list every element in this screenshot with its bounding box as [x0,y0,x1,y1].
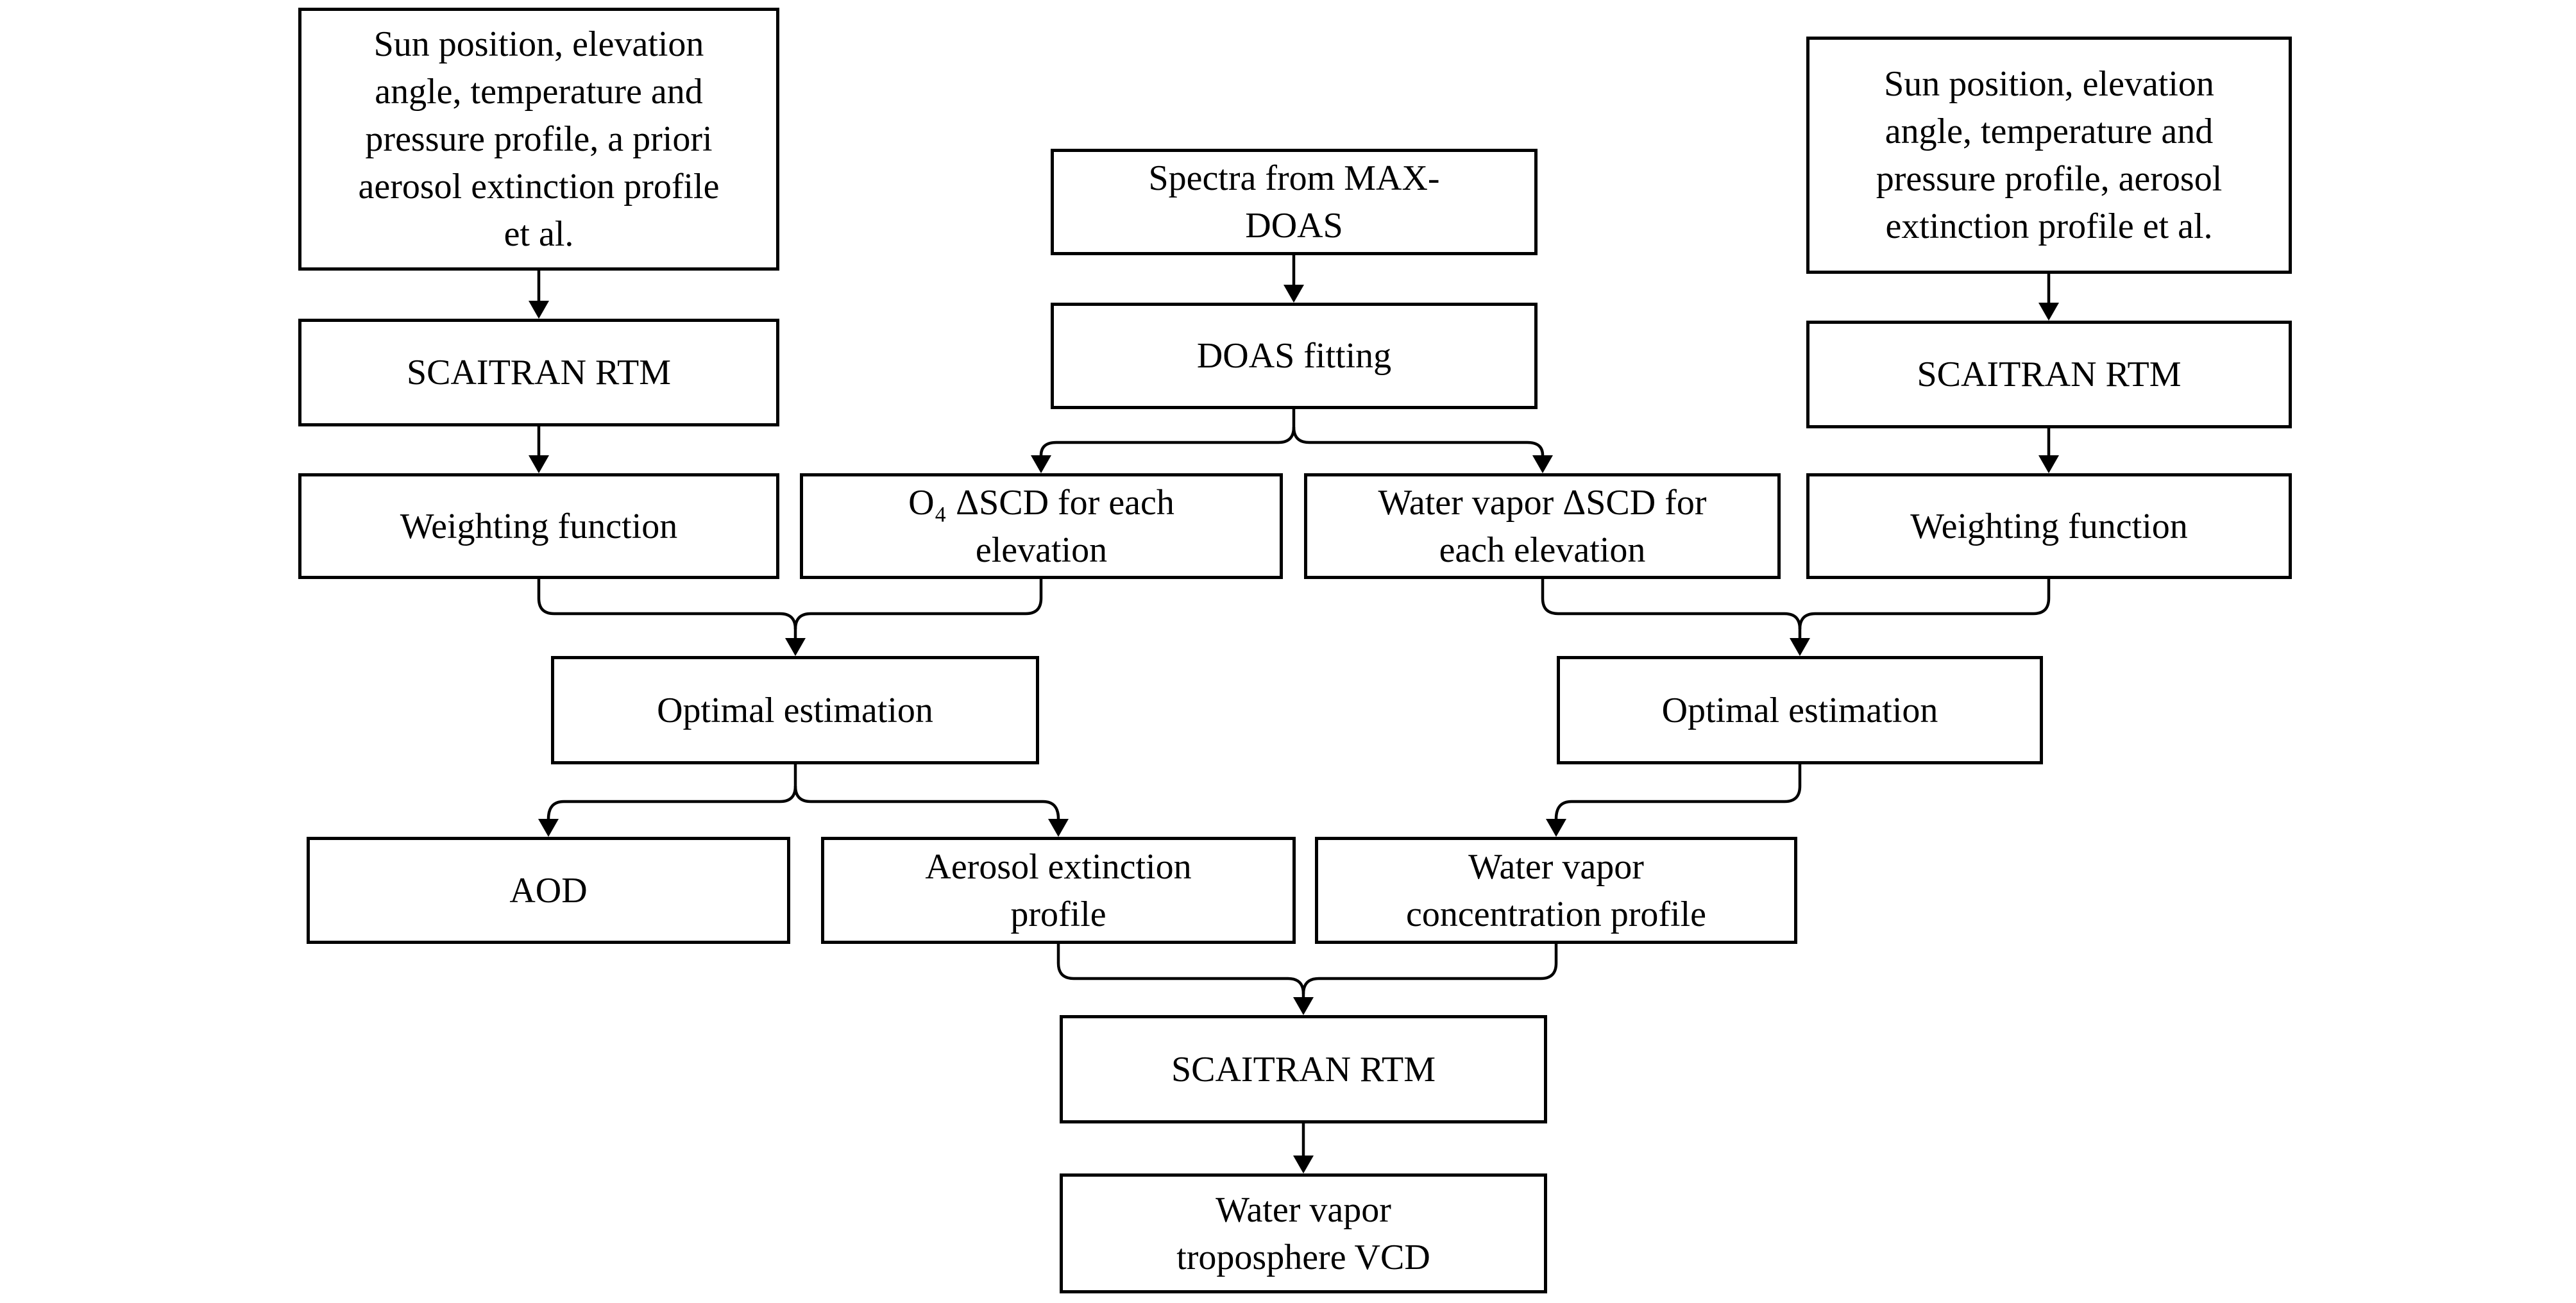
box-input-right: Sun position, elevation angle, temperatu… [1806,37,2292,274]
box-aod: AOD [307,837,790,944]
connector-line [1301,944,1558,995]
box-optimal-estimation-left: Optimal estimation [551,656,1039,764]
connector-optimal-right-to-wv-conc [1546,764,1802,837]
box-weighting-function-left: Weighting function [298,473,779,579]
box-optimal-right-label: Optimal estimation [1661,690,1938,730]
arrowhead [1546,819,1566,837]
connector-line [537,579,797,630]
box-spectra-label: Spectra from MAX- DOAS [1148,158,1440,246]
arrowhead [1293,1156,1314,1173]
box-water-vapor-conc-label: Water vapor concentration profile [1405,846,1706,934]
box-scaitran-right-label: SCAITRAN RTM [1917,355,2182,394]
arrowhead [1532,455,1553,473]
connector-scaitran-bottom-to-vcd [1293,1123,1314,1173]
box-input-left: Sun position, elevation angle, temperatu… [298,8,779,271]
arrowhead [1293,997,1314,1015]
box-water-vapor-troposphere-vcd: Water vapor troposphere VCD [1060,1173,1547,1293]
box-input-left-label: Sun position, elevation angle, temperatu… [358,24,720,254]
connector-line [1039,409,1296,456]
box-doas-fitting-label: DOAS fitting [1196,336,1392,376]
box-weighting-function-right: Weighting function [1806,473,2292,579]
connector-line [1292,426,1545,456]
connector-scaitran-left-to-weighting-left [529,426,549,473]
box-scaitran-rtm-right: SCAITRAN RTM [1806,321,2292,428]
box-water-vapor-vcd-label: Water vapor troposphere VCD [1176,1190,1430,1277]
connector-line [1541,579,1802,630]
box-doas-fitting: DOAS fitting [1051,303,1538,409]
box-input-right-label: Sun position, elevation angle, temperatu… [1876,64,2223,246]
box-aod-label: AOD [509,870,588,911]
box-scaitran-rtm-bottom: SCAITRAN RTM [1060,1015,1547,1123]
arrowhead [529,301,549,319]
box-weighting-right-label: Weighting function [1910,506,2188,546]
arrowhead [1048,819,1069,837]
connector-scaitran-right-to-weighting-right [2038,428,2059,473]
connector-merge-optimal-right [1541,579,2051,656]
connector-line [547,764,797,820]
arrowhead [785,638,806,656]
box-aerosol-extinction-profile: Aerosol extinction profile [821,837,1296,944]
arrowhead [2038,455,2059,473]
box-o4-dscd-label: O₄ ΔSCD for each elevation [908,482,1174,570]
connector-input-left-to-scaitran-left [529,271,549,319]
connector-merge-optimal-left [537,579,1043,656]
box-water-vapor-dscd-label: Water vapor ΔSCD for each elevation [1378,482,1707,570]
box-water-vapor-dscd: Water vapor ΔSCD for each elevation [1304,473,1781,579]
box-water-vapor-concentration-profile: Water vapor concentration profile [1315,837,1797,944]
box-weighting-left-label: Weighting function [400,506,678,546]
arrowhead [2038,303,2059,321]
arrowhead [1031,455,1051,473]
connector-line [1798,579,2051,630]
box-spectra-from-max-doas: Spectra from MAX- DOAS [1051,149,1538,255]
connector-line [793,786,1060,820]
connector-doas-fanout [1031,409,1553,473]
arrowhead [538,819,559,837]
connector-line [1056,944,1305,995]
box-scaitran-rtm-left: SCAITRAN RTM [298,319,779,426]
connector-optimal-left-fanout [538,764,1069,837]
box-aerosol-profile-label: Aerosol extinction profile [925,846,1192,934]
box-optimal-estimation-right: Optimal estimation [1557,656,2043,764]
connector-input-right-to-scaitran-right [2038,274,2059,321]
arrowhead [1284,285,1304,303]
connector-line [793,579,1043,630]
arrowhead [1790,638,1810,656]
box-optimal-left-label: Optimal estimation [657,690,933,730]
connector-merge-scaitran-bottom [1056,944,1558,1015]
box-scaitran-bottom-label: SCAITRAN RTM [1171,1049,1436,1089]
arrowhead [529,455,549,473]
connector-line [1554,764,1802,820]
box-scaitran-left-label: SCAITRAN RTM [406,353,671,392]
connector-spectra-to-doas [1284,255,1304,303]
box-o4-dscd: O₄ ΔSCD for each elevation [800,473,1283,579]
